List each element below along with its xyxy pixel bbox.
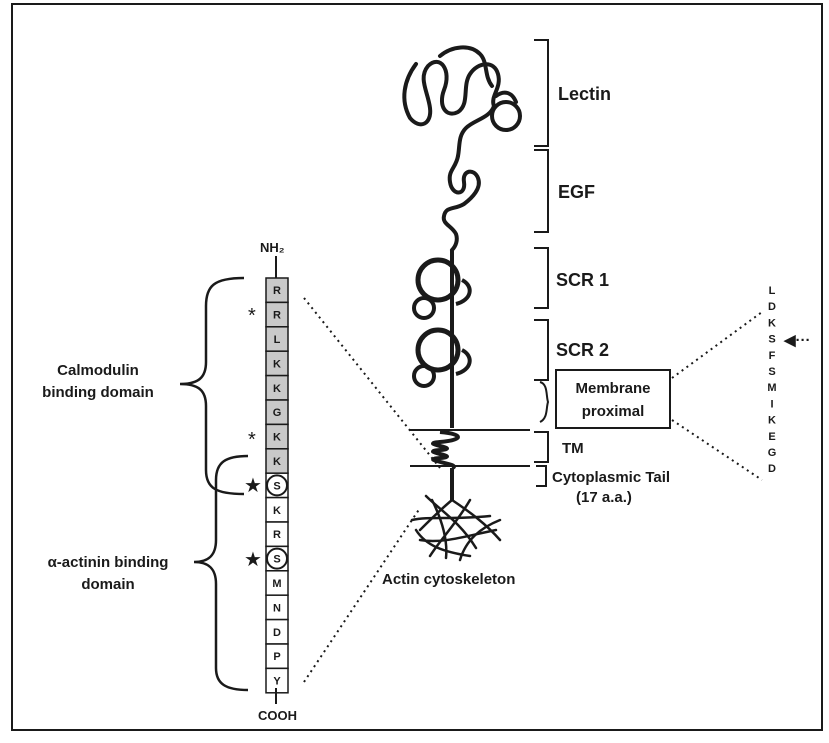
label-cyto-tail-2: (17 a.a.) <box>576 489 632 506</box>
residue-letter: R <box>273 310 281 322</box>
label-scr1: SCR 1 <box>556 270 609 290</box>
residue-letter: R <box>273 529 281 541</box>
residue-letter: M <box>272 578 281 590</box>
residue-letter: G <box>273 407 282 419</box>
membrane-proximal-residue: M <box>767 382 776 394</box>
c-terminus-label: COOH <box>258 708 297 723</box>
membrane-structure <box>410 400 530 500</box>
membrane-proximal-residue: L <box>769 285 776 297</box>
label-actin-cytoskeleton: Actin cytoskeleton <box>382 571 515 588</box>
label-egf: EGF <box>558 182 595 202</box>
tail-braces <box>180 278 248 690</box>
residue-letter: S <box>273 554 280 566</box>
lectin-domain-structure <box>404 47 520 156</box>
label-actinin-1: α-actinin binding <box>48 554 169 571</box>
right-brackets <box>534 40 548 486</box>
residue-letter: K <box>273 383 281 395</box>
star-marker-2: ★ <box>244 549 262 571</box>
membrane-proximal-residue: D <box>768 301 776 313</box>
membrane-proximal-residue: E <box>768 431 775 443</box>
residue-letter: K <box>273 505 281 517</box>
scr-domains-structure <box>414 250 470 400</box>
residue-letter: D <box>273 627 281 639</box>
residue-letter: Y <box>273 676 281 688</box>
membrane-proximal-residue: G <box>768 447 777 459</box>
label-actinin-2: domain <box>81 576 134 593</box>
residue-letter: S <box>273 480 280 492</box>
membrane-proximal-residue: K <box>768 317 776 329</box>
residue-letter: L <box>274 334 281 346</box>
arrow-indicator: ◀··· <box>783 332 811 349</box>
label-scr2: SCR 2 <box>556 340 609 360</box>
membrane-proximal-residue: S <box>768 334 775 346</box>
label-calmodulin-1: Calmodulin <box>57 362 139 379</box>
membrane-proximal-connectors <box>672 312 762 480</box>
membrane-proximal-residue: I <box>770 398 773 410</box>
residue-letter: K <box>273 358 281 370</box>
asterisk-marker-1: * <box>248 305 256 327</box>
membrane-proximal-residue: D <box>768 463 776 475</box>
label-lectin: Lectin <box>558 84 611 104</box>
label-membrane-proximal-2: proximal <box>582 403 645 420</box>
residue-letter: K <box>273 456 281 468</box>
membrane-proximal-residue: F <box>769 350 776 362</box>
egf-domain-structure <box>444 156 479 250</box>
label-cyto-tail-1: Cytoplasmic Tail <box>552 469 670 486</box>
label-membrane-proximal-1: Membrane <box>575 380 650 397</box>
residue-letter: R <box>273 285 281 297</box>
residue-letter: K <box>273 432 281 444</box>
residue-letter: N <box>273 602 281 614</box>
actin-cytoskeleton-mesh <box>412 496 500 560</box>
n-terminus-label: NH₂ <box>260 240 285 255</box>
label-calmodulin-2: binding domain <box>42 384 154 401</box>
asterisk-marker-2: * <box>248 429 256 451</box>
membrane-proximal-residue: K <box>768 415 776 427</box>
membrane-proximal-residue: S <box>768 366 775 378</box>
label-tm: TM <box>562 440 584 457</box>
star-marker-1: ★ <box>244 475 262 497</box>
residue-letter: P <box>273 651 280 663</box>
